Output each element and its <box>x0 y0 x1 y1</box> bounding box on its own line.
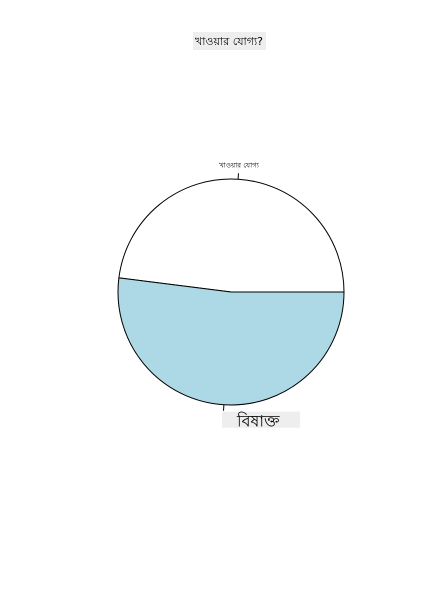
pie-label-background <box>222 411 301 428</box>
chart-title-background <box>193 32 266 50</box>
pie-slice-label: খাওয়ার যোগ্য <box>219 161 259 169</box>
pie-slice <box>118 178 345 293</box>
pie-slice-label: বিষাক্ত <box>236 412 280 431</box>
chart-title: খাওয়ার যোগ্য? <box>195 35 263 48</box>
pie-labels: খাওয়ার যোগ্য বিষাক্ত <box>219 161 301 431</box>
chart-title-group: খাওয়ার যোগ্য? <box>193 32 266 50</box>
pie-slice <box>117 277 345 406</box>
pie-slices <box>117 178 345 406</box>
